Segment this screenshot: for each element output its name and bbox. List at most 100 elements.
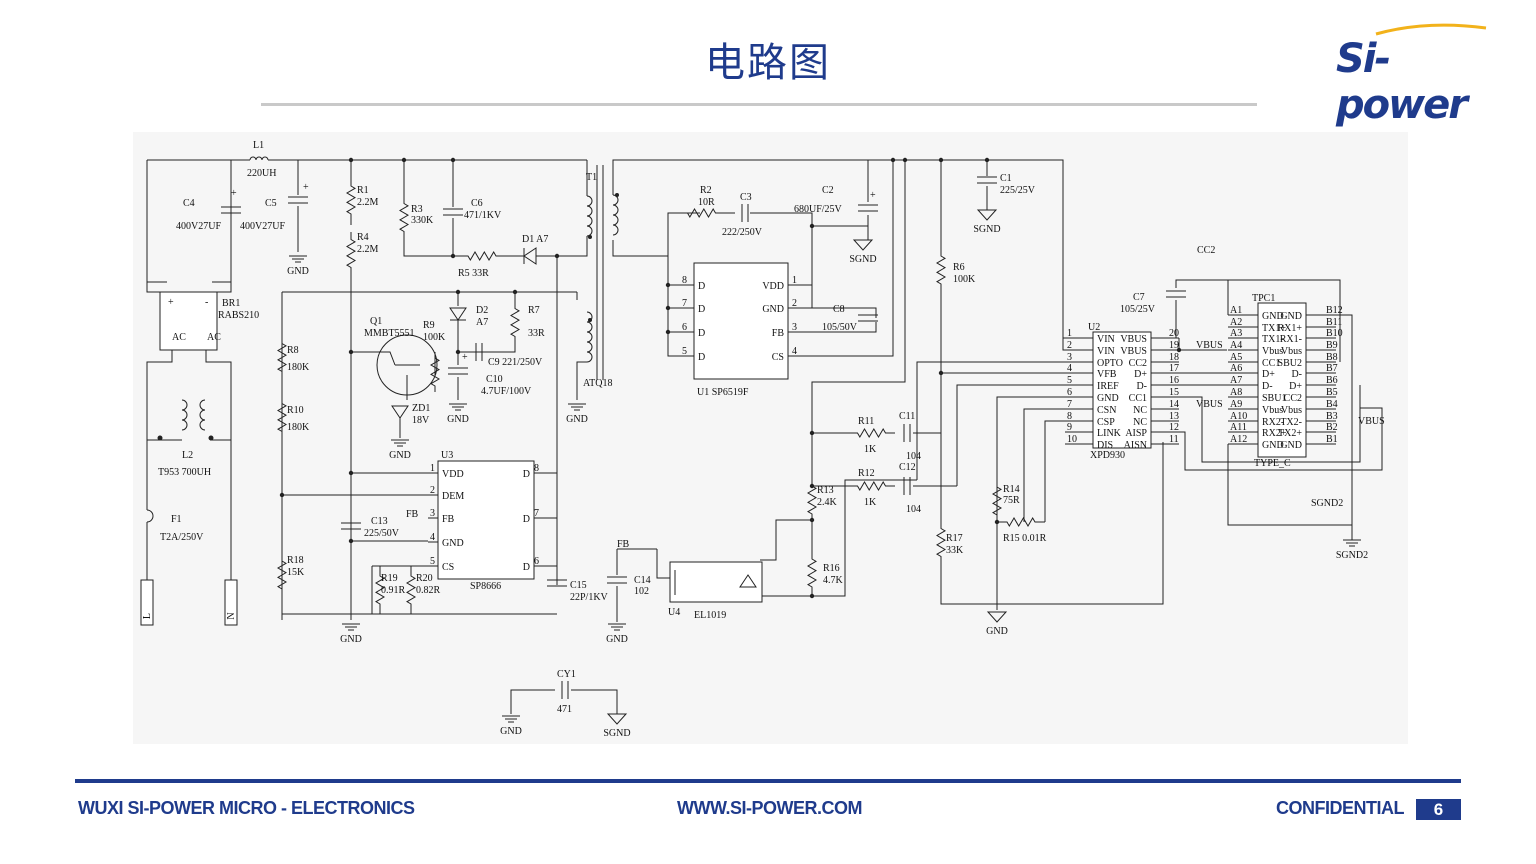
wire	[557, 236, 588, 257]
pin-number: B2	[1326, 422, 1338, 433]
pin-number: B4	[1326, 399, 1338, 410]
value-label-u4: EL1019	[694, 610, 726, 621]
footer-confidential: CONFIDENTIAL	[1276, 798, 1405, 818]
ref-label-c11: C11	[899, 411, 915, 422]
wire	[996, 396, 1065, 610]
footer-website[interactable]: WWW.SI-POWER.COM	[677, 798, 862, 818]
pin-name: SBU2	[1278, 358, 1302, 369]
pin-number: 6	[534, 556, 539, 567]
pin-number: 13	[1169, 411, 1179, 422]
title-divider	[261, 103, 1257, 106]
resistor-r8	[277, 335, 287, 380]
resistor-r16	[807, 550, 817, 596]
junction-dot	[938, 370, 944, 376]
pin-number: 1	[430, 463, 435, 474]
wire	[916, 361, 1065, 480]
choke-dot	[157, 435, 163, 441]
value-label-t1: ATQ18	[583, 378, 612, 389]
bridge-minus: -	[205, 297, 208, 308]
wire	[812, 479, 917, 597]
value-label-r14: 75R	[1003, 495, 1020, 506]
ref-label-c6: C6	[471, 198, 483, 209]
pin-name: CC2	[1284, 393, 1302, 404]
pin-number: 6	[1067, 387, 1072, 398]
polarity-plus: +	[231, 188, 237, 199]
ic-part-tpc1: TYPE_C	[1254, 458, 1291, 469]
pin-number: 12	[1169, 422, 1179, 433]
value-label-br1: RABS210	[218, 310, 259, 321]
wire	[571, 689, 618, 714]
wire	[146, 350, 182, 441]
ic-part-u2: XPD930	[1090, 450, 1125, 461]
resistor-r4	[346, 232, 356, 275]
pin-number: A9	[1230, 399, 1242, 410]
resistor-r15	[997, 517, 1045, 527]
pin-name: D	[698, 304, 705, 315]
common-mode-choke-l2-b	[199, 399, 206, 431]
pin-name: TX2+	[1278, 428, 1302, 439]
pin-name: GND	[1280, 440, 1302, 451]
pin-number: 3	[792, 322, 797, 333]
net-vbus: VBUS	[1196, 340, 1223, 351]
pin-name: IREF	[1097, 381, 1119, 392]
pin-name: Vbus	[1262, 405, 1283, 416]
pin-name: CS	[772, 352, 784, 363]
ref-label-c4: C4	[183, 198, 195, 209]
sgnd-c2	[852, 239, 874, 251]
junction-dot	[348, 470, 354, 476]
pin-name: GND	[1262, 440, 1284, 451]
junction-dot	[512, 289, 518, 295]
pin-name: CSN	[1097, 405, 1116, 416]
inductor-l1	[249, 156, 269, 161]
pin-name: GND	[442, 538, 464, 549]
terminal-line-label: L	[142, 613, 153, 619]
pin-name: Vbus	[1281, 405, 1302, 416]
junction-dot	[348, 349, 354, 355]
wire	[812, 215, 869, 227]
pin-number: 7	[534, 508, 539, 519]
gnd-c14-label: GND	[606, 634, 628, 645]
value-label-c1: 225/25V	[1000, 185, 1036, 196]
footer-company: WUXI SI-POWER MICRO - ELECTRONICS	[78, 798, 415, 818]
value-label-r3: 330K	[411, 215, 434, 226]
resistor-r17	[936, 520, 946, 565]
ic-body-u1	[693, 262, 789, 380]
value-label-r12: 1K	[864, 497, 877, 508]
resistor-r18	[277, 550, 287, 600]
pin-number: 15	[1169, 387, 1179, 398]
ref-label-r13: R13	[817, 485, 834, 496]
pin-number: 4	[1067, 363, 1072, 374]
value-label-r9: 100K	[423, 332, 446, 343]
ref-label-r12: R12	[858, 468, 875, 479]
label-r15: R15 0.01R	[1003, 533, 1047, 544]
label-d1: D1 A7	[522, 234, 548, 245]
pin-name: LINK	[1097, 428, 1122, 439]
pin-name: D-	[1262, 381, 1273, 392]
value-label-c15: 22P/1KV	[570, 592, 609, 603]
ref-label-c7: C7	[1133, 292, 1145, 303]
pin-number: 14	[1169, 399, 1179, 410]
ref-label-u4: U4	[668, 607, 680, 618]
pin-number: A5	[1230, 352, 1242, 363]
value-label-c14: 102	[634, 586, 649, 597]
gnd-primary-label: GND	[340, 634, 362, 645]
ic-ref-u2: U2	[1088, 322, 1100, 333]
value-label-r16: 4.7K	[823, 575, 844, 586]
pin-number: B7	[1326, 363, 1338, 374]
wire	[351, 351, 396, 366]
gnd-u2-label: GND	[986, 626, 1008, 637]
pin-name: SBU1	[1262, 393, 1286, 404]
wire	[205, 350, 232, 441]
gnd-t1-label: GND	[566, 414, 588, 425]
logo-swoosh-icon	[1375, 23, 1487, 36]
pin-number: 2	[1067, 340, 1072, 351]
transformer-dot	[588, 318, 592, 322]
pin-number: 5	[430, 556, 435, 567]
ref-label-c3: C3	[740, 192, 752, 203]
ref-label-c1: C1	[1000, 173, 1012, 184]
pin-name: CC1	[1262, 358, 1280, 369]
pin-number: B6	[1326, 375, 1338, 386]
wire	[940, 442, 1164, 605]
pin-name: CSP	[1097, 417, 1115, 428]
value-label-c2: 680UF/25V	[794, 204, 843, 215]
